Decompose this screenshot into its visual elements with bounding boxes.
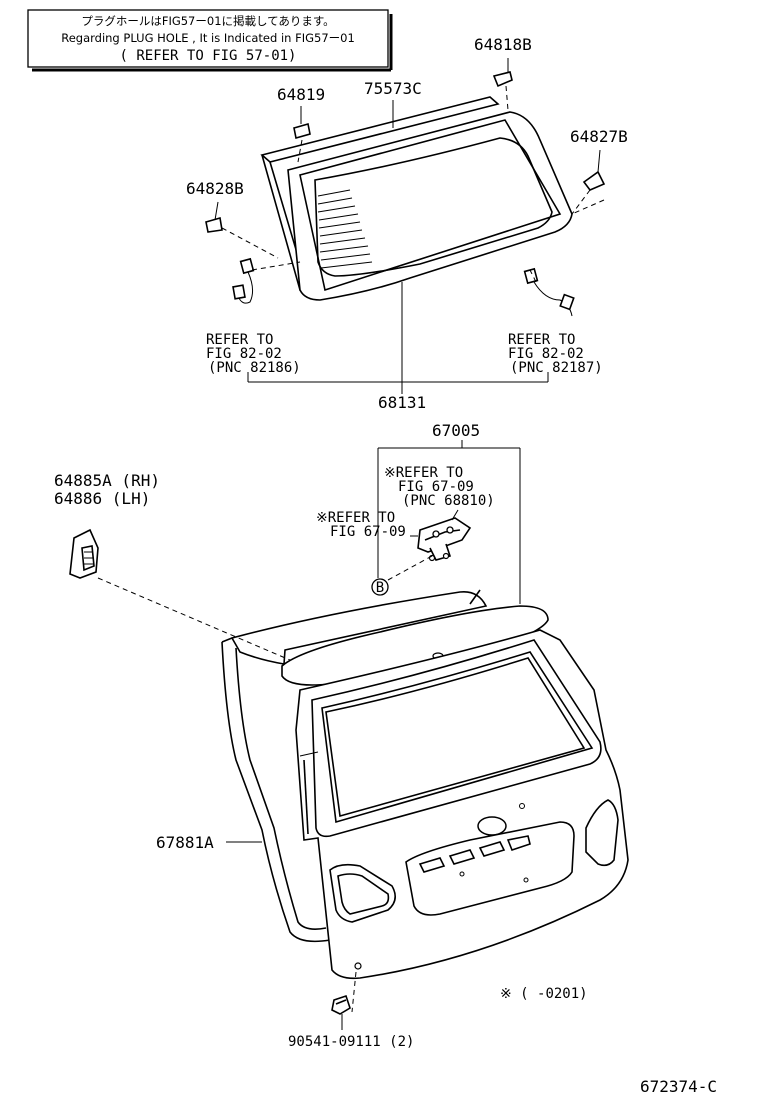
ref-hinge1-line2: FIG 67-09 bbox=[398, 479, 474, 495]
footnote: ※ ( -0201) bbox=[500, 986, 588, 1002]
leaders-upper bbox=[214, 58, 605, 394]
label-64886: 64886 (LH) bbox=[54, 489, 150, 508]
glass-inner-panel bbox=[314, 137, 553, 277]
ref-hinge2-line1: ※REFER TO bbox=[316, 510, 395, 526]
connector-left bbox=[232, 257, 255, 304]
label-90541: 90541-09111 (2) bbox=[288, 1034, 414, 1050]
ref-right-line2: FIG 82-02 bbox=[508, 346, 584, 362]
ref-hinge1-line3: (PNC 68810) bbox=[402, 493, 495, 509]
clip-64828B bbox=[205, 216, 223, 233]
label-64885A: 64885A (RH) bbox=[54, 471, 160, 490]
back-door-panel bbox=[281, 605, 629, 980]
right-lamp-recess bbox=[585, 799, 619, 867]
ref-left-line3: (PNC 82186) bbox=[208, 360, 301, 376]
note-line-reference: ( REFER TO FIG 57-01) bbox=[119, 48, 296, 64]
note-line-japanese: プラグホールはFIG57ー01に掲載してあります。 bbox=[81, 14, 334, 28]
ref-hinge1-line1: ※REFER TO bbox=[384, 465, 463, 481]
label-67881A: 67881A bbox=[156, 833, 214, 852]
label-68131: 68131 bbox=[378, 393, 426, 412]
callout-b-label: B bbox=[376, 580, 384, 596]
clip-64818B bbox=[492, 71, 513, 88]
leaders-67005 bbox=[377, 440, 521, 604]
clip-64819 bbox=[293, 122, 311, 140]
ref-left-line1: REFER TO bbox=[206, 332, 273, 348]
ref-left-line2: FIG 82-02 bbox=[206, 346, 282, 362]
label-64818B: 64818B bbox=[474, 35, 532, 54]
side-cover bbox=[69, 528, 291, 661]
door-window-opening bbox=[311, 639, 602, 838]
label-64827B: 64827B bbox=[570, 127, 628, 146]
figure-code: 672374-C bbox=[640, 1077, 717, 1096]
note-line-english: Regarding PLUG HOLE , It is Indicated in… bbox=[61, 31, 355, 45]
label-75573C: 75573C bbox=[364, 79, 422, 98]
callout-b: B bbox=[371, 578, 389, 596]
connector-right bbox=[523, 267, 575, 317]
bolt-90541 bbox=[331, 971, 357, 1030]
label-64828B: 64828B bbox=[186, 179, 244, 198]
left-lamp-recess bbox=[329, 863, 396, 923]
clip-64827B bbox=[582, 170, 606, 191]
note-box: プラグホールはFIG57ー01に掲載してあります。 Regarding PLUG… bbox=[27, 9, 393, 72]
back-glass-group bbox=[260, 96, 573, 301]
weatherstrip-67881A bbox=[221, 589, 488, 943]
hinge-assembly bbox=[387, 509, 472, 581]
license-plate-recess bbox=[405, 821, 575, 916]
ref-hinge2-line2: FIG 67-09 bbox=[330, 524, 406, 540]
label-67005: 67005 bbox=[432, 421, 480, 440]
label-64819: 64819 bbox=[277, 85, 325, 104]
ref-right-line1: REFER TO bbox=[508, 332, 575, 348]
ref-right-line3: (PNC 82187) bbox=[510, 360, 603, 376]
